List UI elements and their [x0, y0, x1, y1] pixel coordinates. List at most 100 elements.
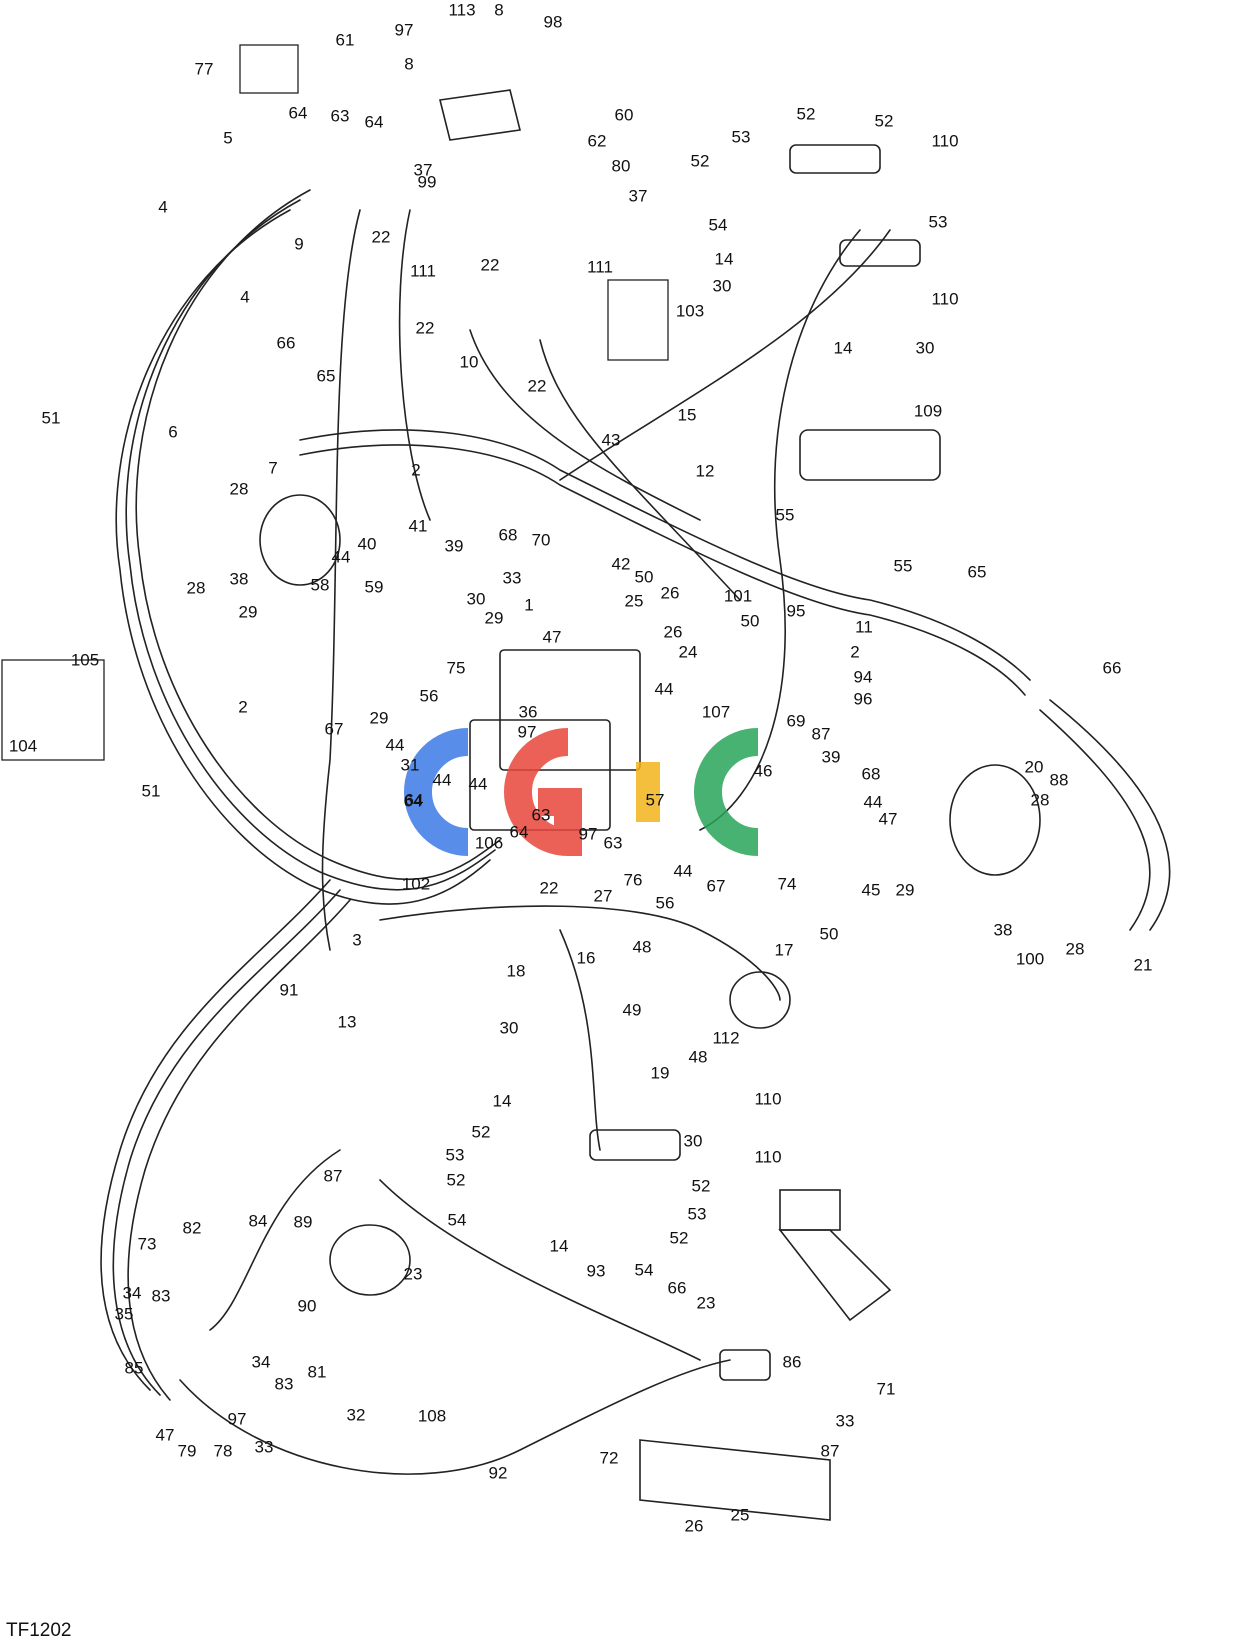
callout-label: 45: [861, 880, 881, 900]
callout-label: 14: [549, 1236, 569, 1256]
callout-label: 52: [796, 104, 816, 124]
callout-label: 81: [307, 1362, 327, 1382]
callout-label: 26: [660, 583, 680, 603]
callout-label: 17: [774, 940, 794, 960]
callout-label: 73: [137, 1234, 157, 1254]
callout-label: 4: [158, 197, 168, 217]
callout-label: 84: [248, 1211, 268, 1231]
callout-label: 64: [288, 103, 308, 123]
callout-label: 70: [531, 530, 551, 550]
callout-label: 22: [415, 318, 435, 338]
callout-label: 112: [712, 1028, 740, 1048]
callout-label: 9: [294, 234, 304, 254]
callout-label: 1: [524, 595, 534, 615]
callout-label: 48: [688, 1047, 708, 1067]
callout-label: 76: [623, 870, 643, 890]
callout-label: 66: [1102, 658, 1122, 678]
callout-label: 68: [498, 525, 518, 545]
callout-label: 108: [417, 1406, 447, 1426]
callout-label: 53: [731, 127, 751, 147]
watermark-logo: [404, 728, 759, 857]
callout-label: 2: [850, 642, 860, 662]
callout-label: 52: [669, 1228, 689, 1248]
callout-label: 54: [634, 1260, 654, 1280]
callout-label: 29: [238, 602, 258, 622]
callout-label: 44: [863, 792, 883, 812]
callout-label: 28: [1065, 939, 1085, 959]
callout-label: 44: [654, 679, 674, 699]
callout-label: 35: [114, 1304, 134, 1324]
callout-label: 39: [821, 747, 841, 767]
callout-label: 83: [274, 1374, 294, 1394]
callout-label: 55: [893, 556, 913, 576]
callout-label: 52: [874, 111, 894, 131]
callout-label: 6: [168, 422, 178, 442]
callout-label: 37: [413, 160, 433, 180]
callout-label: 69: [786, 711, 806, 731]
callout-label: 44: [673, 861, 693, 881]
callout-label: 51: [141, 781, 161, 801]
callout-label: 33: [502, 568, 522, 588]
callout-label: 78: [213, 1441, 233, 1461]
callout-label: 61: [335, 30, 355, 50]
callout-label: 8: [404, 54, 414, 74]
callout-label: 87: [811, 724, 831, 744]
callout-label: 101: [723, 586, 753, 606]
callout-label: 33: [254, 1437, 274, 1457]
callout-label: 38: [993, 920, 1013, 940]
callout-label: 19: [650, 1063, 670, 1083]
callout-label: 8: [494, 0, 504, 20]
callout-label: 52: [690, 151, 710, 171]
callout-label: 86: [782, 1352, 802, 1372]
callout-label: 22: [527, 376, 547, 396]
callout-label: 64: [403, 791, 423, 811]
callout-label: 29: [895, 880, 915, 900]
callout-label: 83: [151, 1286, 171, 1306]
callout-label: 57: [645, 790, 665, 810]
callout-label: 30: [499, 1018, 519, 1038]
callout-label: 27: [593, 886, 613, 906]
callout-label: 92: [488, 1463, 508, 1483]
callout-label: 55: [775, 505, 795, 525]
callout-label: 46: [753, 761, 773, 781]
callout-label: 54: [708, 215, 728, 235]
callout-label: 43: [601, 430, 621, 450]
callout-label: 71: [876, 1379, 896, 1399]
callout-label: 113: [448, 0, 476, 20]
callout-label: 111: [587, 257, 613, 277]
callout-label: 21: [1133, 955, 1153, 975]
callout-label: 54: [447, 1210, 467, 1230]
callout-label: 63: [603, 833, 623, 853]
callout-label: 50: [740, 611, 760, 631]
callout-label: 58: [310, 575, 330, 595]
callout-label: 49: [622, 1000, 642, 1020]
callout-label: 102: [401, 874, 431, 894]
callout-label: 34: [122, 1283, 142, 1303]
callout-label: 20: [1024, 757, 1044, 777]
callout-label: 22: [480, 255, 500, 275]
callout-label: 105: [70, 650, 100, 670]
callout-label: 5: [223, 128, 233, 148]
callout-label: 30: [915, 338, 935, 358]
callout-label: 18: [506, 961, 526, 981]
callout-label: 100: [1015, 949, 1045, 969]
callout-label: 72: [599, 1448, 619, 1468]
callout-label: 10: [459, 352, 479, 372]
callout-label: 65: [967, 562, 987, 582]
callout-label: 97: [578, 824, 598, 844]
callout-label: 51: [41, 408, 61, 428]
callout-label: 67: [706, 876, 726, 896]
callout-label: 28: [229, 479, 249, 499]
callout-label: 38: [229, 569, 249, 589]
callout-label: 28: [1030, 790, 1050, 810]
callout-label: 91: [279, 980, 299, 1000]
callout-label: 66: [276, 333, 296, 353]
callout-label: 64: [364, 112, 384, 132]
callout-label: 74: [777, 874, 797, 894]
callout-label: 44: [432, 770, 452, 790]
callout-label: 30: [466, 589, 486, 609]
callout-label: 63: [531, 805, 551, 825]
callout-label: 22: [371, 227, 391, 247]
